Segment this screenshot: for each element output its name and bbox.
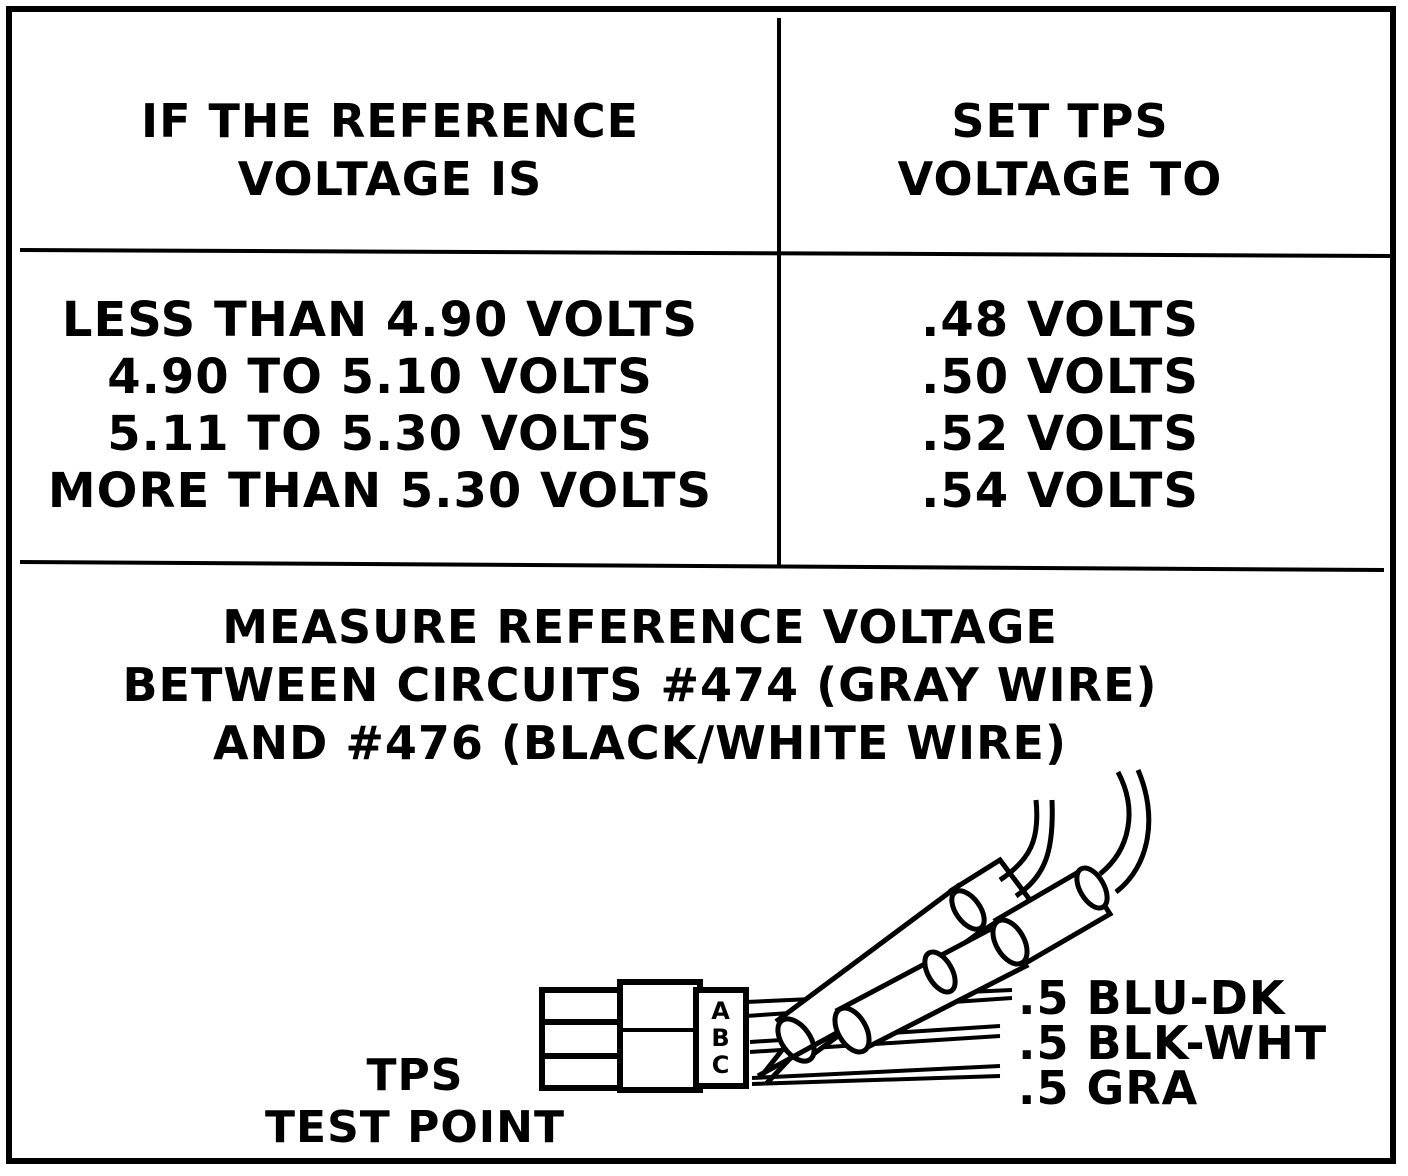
header-right-line-2: VOLTAGE TO [897,152,1223,206]
instruction-line-1: MEASURE REFERENCE VOLTAGE [222,600,1058,654]
reference-voltage-row-3: 5.11 TO 5.30 VOLTS [107,406,653,462]
reference-voltage-row-2: 4.90 TO 5.10 VOLTS [107,349,653,405]
wire-label-gra: .5 GRA [1018,1061,1199,1115]
header-set-tps-voltage: SET TPS VOLTAGE TO [800,92,1320,208]
connector-pin-face [693,987,749,1089]
measurement-instruction: MEASURE REFERENCE VOLTAGE BETWEEN CIRCUI… [80,598,1200,772]
diagram-frame [6,6,1396,1164]
header-left-line-2: VOLTAGE IS [237,152,543,206]
pin-c-label: C [711,1051,731,1079]
pin-a-label: A [711,997,731,1025]
tps-voltage-row-4: .54 VOLTS [921,463,1199,519]
reference-voltage-column: LESS THAN 4.90 VOLTS 4.90 TO 5.10 VOLTS … [20,292,740,520]
connector-mid-shell [617,979,703,1093]
tps-test-point-label: TPS TEST POINT [250,1050,580,1154]
pin-b-label: B [711,1024,731,1052]
reference-voltage-row-4: MORE THAN 5.30 VOLTS [47,463,713,519]
wire-label-blu-dk: .5 BLU-DK [1018,971,1286,1025]
table-header-divider [19,248,1393,258]
tps-connector [539,979,749,1093]
tps-voltage-column: .48 VOLTS .50 VOLTS .52 VOLTS .54 VOLTS [810,292,1310,520]
header-left-line-1: IF THE REFERENCE [140,94,640,148]
header-right-line-1: SET TPS [951,94,1169,148]
tps-voltage-row-2: .50 VOLTS [921,349,1199,405]
instruction-line-3: AND #476 (BLACK/WHITE WIRE) [213,716,1067,770]
tps-voltage-row-3: .52 VOLTS [921,406,1199,462]
wire-labels: .5 BLU-DK .5 BLK-WHT .5 GRA [1018,971,1338,1115]
header-reference-voltage: IF THE REFERENCE VOLTAGE IS [30,92,750,208]
connector-pin-labels: A B C [700,998,742,1079]
instruction-line-2: BETWEEN CIRCUITS #474 (GRAY WIRE) [122,658,1158,712]
tps-label-line-2: TEST POINT [265,1102,565,1153]
tps-voltage-row-1: .48 VOLTS [921,292,1199,348]
reference-voltage-row-1: LESS THAN 4.90 VOLTS [61,292,699,348]
table-bottom-divider [19,560,1385,572]
tps-label-line-1: TPS [366,1050,464,1101]
test-probe-2 [756,769,1152,1079]
wire-label-blk-wht: .5 BLK-WHT [1018,1016,1328,1070]
